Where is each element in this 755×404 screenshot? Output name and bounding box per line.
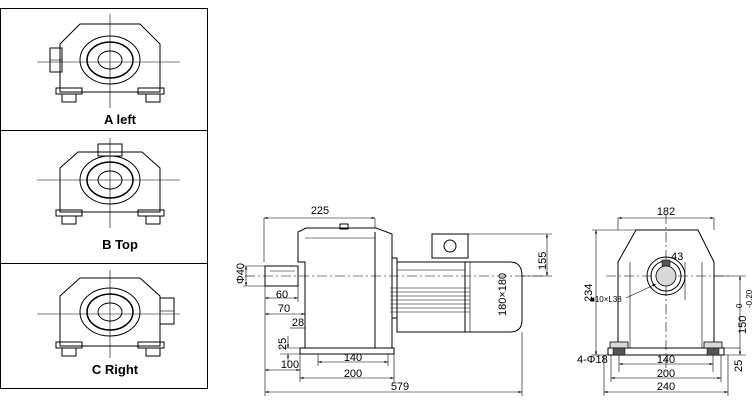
dim-shaft-dia: Φ40 [235,263,247,284]
mount-b-label: B Top [102,237,138,252]
dim-end-140: 140 [657,354,675,366]
dim-100: 100 [281,359,299,371]
dim-234: 234 [583,284,595,302]
dim-43: 43 [671,251,683,263]
dim-60: 60 [276,289,288,301]
dim-25: 25 [277,338,289,350]
dim-key: ■10×L38 [590,295,622,304]
mount-a-label: A left [104,112,137,127]
dim-28: 28 [292,317,304,329]
mount-c-right-figure: C Right [37,270,180,377]
dim-182: 182 [657,206,675,218]
dim-240: 240 [657,381,675,393]
dim-150-tol-upper: 0 [735,303,744,308]
dim-180x180: 180×180 [497,273,509,316]
dim-side-200: 200 [344,368,362,380]
dim-579: 579 [391,381,409,393]
dim-150-tol-lower: -0.20 [745,289,754,308]
mount-a-left-figure: A left [37,14,180,127]
end-view: 182 43 ■10×L38 234 150 0 -0.20 25 4-Φ18 … [577,206,754,396]
mount-c-label: C Right [92,362,139,377]
dim-155: 155 [537,252,549,270]
dim-end-25: 25 [733,360,745,372]
dim-150: 150 [737,316,749,334]
dim-end-200: 200 [657,368,675,380]
dim-225: 225 [311,205,329,217]
motor-fins [390,287,470,313]
side-view: 225 155 180×180 Φ40 60 70 28 25 [235,205,552,396]
mounting-options-panel: A left B Top [0,8,208,389]
dim-holes: 4-Φ18 [577,354,608,366]
dim-70: 70 [278,303,290,315]
mount-b-top-figure: B Top [37,138,180,252]
dim-side-140: 140 [344,352,362,364]
